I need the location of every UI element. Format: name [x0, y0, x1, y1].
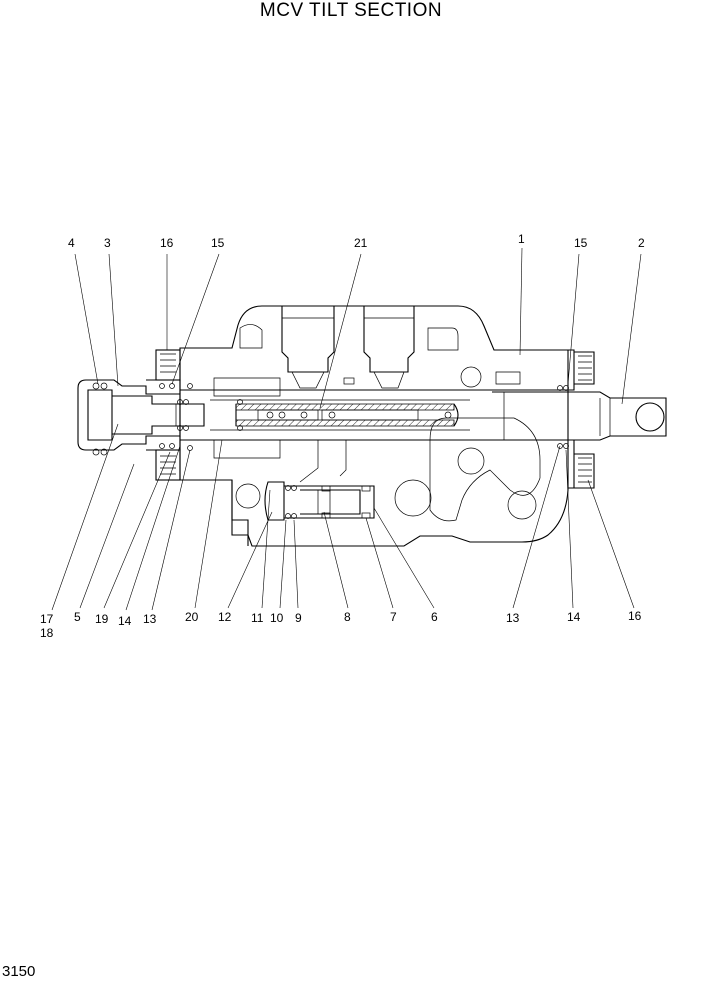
callout-11: 11	[251, 611, 264, 625]
callout-16-top: 16	[160, 236, 174, 250]
callout-4: 4	[68, 236, 75, 250]
spool-rod-right	[492, 391, 667, 441]
callout-13-bottom-left: 13	[143, 612, 157, 626]
callout-14-bottom-right: 14	[567, 610, 581, 624]
body-cavities	[213, 324, 541, 522]
callout-5: 5	[74, 610, 81, 624]
callout-10: 10	[270, 611, 284, 625]
right-cover	[557, 349, 595, 489]
callout-17: 17	[40, 612, 54, 626]
check-valve	[264, 481, 375, 521]
callout-9: 9	[295, 611, 302, 625]
callout-14-bottom-left: 14	[118, 614, 132, 628]
callout-20: 20	[185, 610, 199, 624]
callout-3: 3	[104, 236, 111, 250]
callout-18: 18	[40, 626, 54, 640]
callout-2: 2	[638, 236, 645, 250]
spool-bore	[180, 389, 568, 441]
callout-1: 1	[518, 232, 525, 246]
valve-body	[179, 305, 569, 547]
callout-7: 7	[390, 610, 397, 624]
leader-lines	[51, 247, 642, 611]
spool-section	[235, 399, 459, 431]
callout-16-bottom-right: 16	[628, 609, 642, 623]
callout-8: 8	[344, 610, 351, 624]
callout-21: 21	[354, 236, 368, 250]
page-number: 3150	[2, 963, 36, 980]
page-title: MCV TILT SECTION	[259, 0, 443, 21]
callout-13-bottom-right: 13	[506, 611, 520, 625]
callout-15-top-left: 15	[211, 236, 225, 250]
callout-19: 19	[95, 612, 109, 626]
callout-6: 6	[431, 610, 438, 624]
left-end-cap	[77, 349, 205, 481]
callout-labels: 4 3 16 15 21 1 15 2 17 18 5 19 14 13 20 …	[40, 232, 645, 640]
callout-15-top-right: 15	[574, 236, 588, 250]
callout-12: 12	[218, 610, 232, 624]
upper-ports	[281, 306, 415, 389]
